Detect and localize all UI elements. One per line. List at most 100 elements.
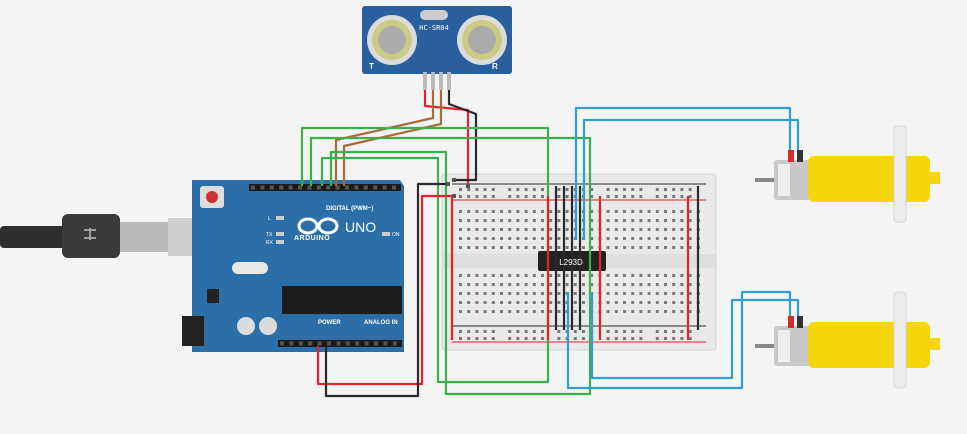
breadboard-hole <box>590 283 594 286</box>
breadboard-hole <box>516 283 520 286</box>
breadboard-hole <box>508 292 512 295</box>
breadboard-hole <box>459 274 462 277</box>
breadboard-hole <box>655 210 659 213</box>
breadboard-hole <box>631 228 635 231</box>
breadboard-hole <box>639 283 643 286</box>
breadboard-hole <box>672 310 676 313</box>
breadboard-hole <box>655 292 659 295</box>
breadboard-hole <box>557 210 561 213</box>
breadboard-hole <box>565 283 569 286</box>
breadboard-hole <box>557 237 561 240</box>
breadboard-hole <box>672 274 676 277</box>
breadboard-hole <box>475 310 479 313</box>
sensor-t-mark: T <box>369 62 374 71</box>
breadboard-hole <box>541 246 544 249</box>
breadboard-hole <box>500 292 503 295</box>
header-pin <box>288 185 293 190</box>
breadboard-hole <box>557 310 561 313</box>
wire-sensor-gnd <box>447 90 478 182</box>
motor-top-axle <box>893 125 907 223</box>
breadboard-hole <box>557 301 561 304</box>
breadboard-hole <box>647 274 651 277</box>
rail-hole <box>475 195 479 198</box>
breadboard-hole <box>614 292 618 295</box>
breadboard-hole <box>606 246 610 249</box>
digital-header-label: DIGITAL (PWM~) <box>326 206 374 212</box>
led-label-tx: TX <box>266 232 273 238</box>
breadboard-hole <box>664 237 667 240</box>
rail-hole <box>565 188 569 191</box>
rail-hole <box>524 188 528 191</box>
sensor-pin <box>431 72 435 90</box>
breadboard-hole <box>664 310 667 313</box>
breadboard-hole <box>664 274 667 277</box>
rail-hole <box>491 195 495 198</box>
breadboard-hole <box>688 219 692 222</box>
rail-hole <box>557 188 561 191</box>
breadboard-hole <box>508 301 512 304</box>
breadboard-hole <box>467 301 471 304</box>
breadboard-hole <box>655 228 659 231</box>
breadboard-hole <box>508 274 512 277</box>
led-tx <box>276 232 284 236</box>
breadboard-hole <box>672 292 676 295</box>
header-pin <box>335 185 340 190</box>
breadboard-hole <box>623 301 626 304</box>
breadboard-hole <box>483 246 487 249</box>
breadboard-hole <box>549 246 553 249</box>
breadboard-hole <box>549 210 553 213</box>
wire-motor-bottom-b <box>590 292 800 380</box>
breadboard-hole <box>541 219 544 222</box>
header-pin <box>298 341 303 346</box>
breadboard-hole <box>688 228 692 231</box>
breadboard-hole <box>647 292 651 295</box>
breadboard-hole <box>524 283 528 286</box>
breadboard-hole <box>467 292 471 295</box>
breadboard-hole <box>672 210 676 213</box>
rail-hole <box>664 337 667 340</box>
breadboard-hole <box>549 228 553 231</box>
usb-port <box>168 218 192 256</box>
breadboard-hole <box>680 237 684 240</box>
breadboard-hole <box>532 283 536 286</box>
breadboard-hole <box>467 237 471 240</box>
breadboard-hole <box>500 301 503 304</box>
breadboard-hole <box>672 219 676 222</box>
breadboard-hole <box>680 210 684 213</box>
rail-hole <box>475 330 479 333</box>
breadboard-hole <box>541 301 544 304</box>
breadboard-hole <box>549 301 553 304</box>
breadboard-hole <box>614 274 618 277</box>
breadboard-hole <box>467 219 471 222</box>
rail-hole <box>483 337 487 340</box>
rail-hole <box>614 188 618 191</box>
breadboard-hole <box>467 228 471 231</box>
header-pin <box>326 185 331 190</box>
breadboard-hole <box>573 246 577 249</box>
wire-end <box>452 194 456 198</box>
breadboard-hole <box>639 228 643 231</box>
breadboard-hole <box>573 274 577 277</box>
breadboard-hole <box>647 246 651 249</box>
breadboard-hole <box>631 219 635 222</box>
rail-hole <box>672 337 676 340</box>
breadboard-hole <box>582 292 585 295</box>
breadboard-hole <box>532 292 536 295</box>
breadboard-hole <box>614 228 618 231</box>
rail-hole <box>508 195 512 198</box>
breadboard-hole <box>631 283 635 286</box>
rail-hole <box>623 330 626 333</box>
sensor-crystal <box>420 10 448 20</box>
breadboard-hole <box>557 228 561 231</box>
breadboard-hole <box>549 237 553 240</box>
rail-hole <box>516 195 520 198</box>
rail-hole <box>623 188 626 191</box>
header-pin <box>298 185 302 190</box>
breadboard-hole <box>532 210 536 213</box>
rail-hole <box>491 188 495 191</box>
breadboard-hole <box>680 274 684 277</box>
breadboard-hole <box>483 274 487 277</box>
wire-green-2 <box>309 136 592 396</box>
breadboard-hole <box>688 210 692 213</box>
